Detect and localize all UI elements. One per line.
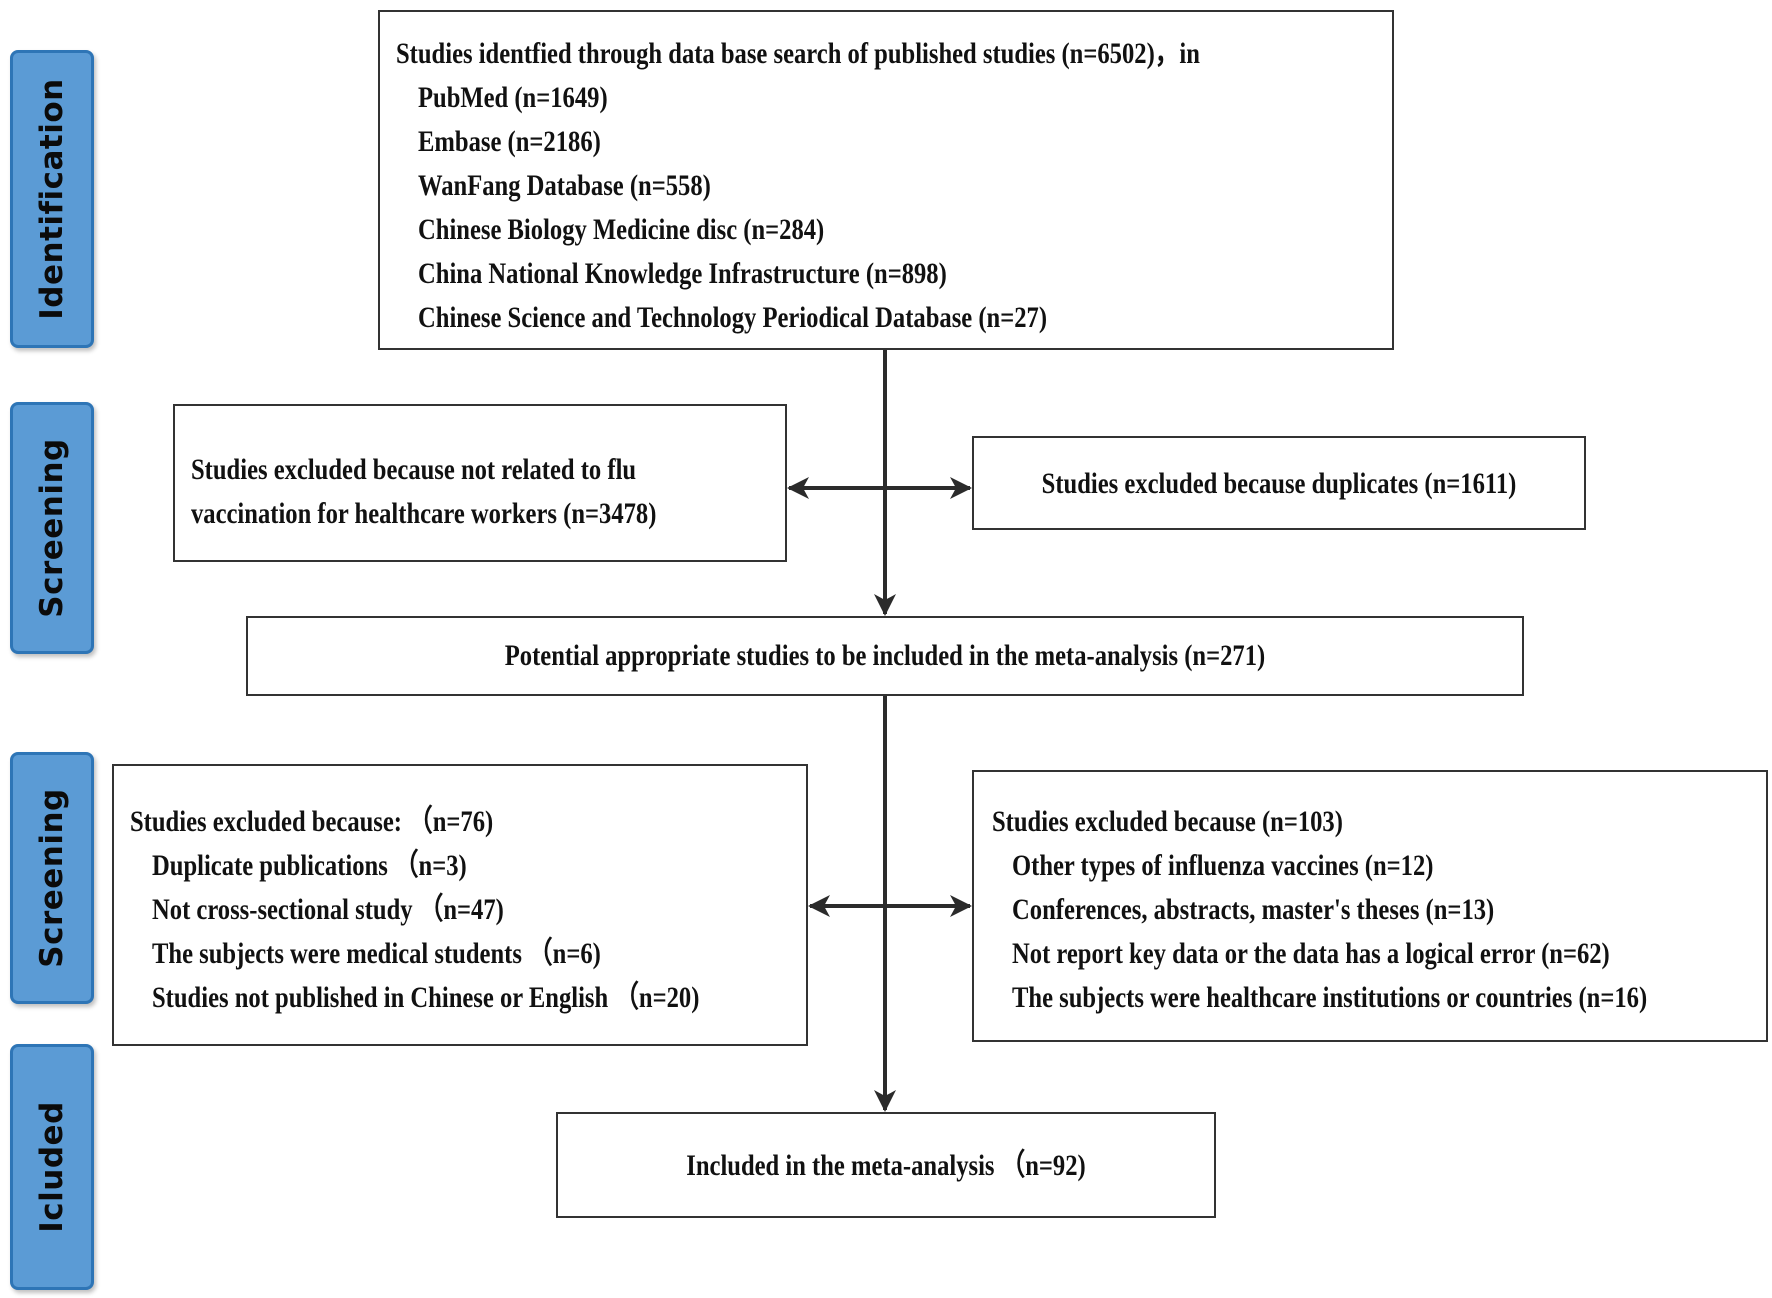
included-box: Included in the meta-analysis （n=92) <box>556 1112 1216 1218</box>
identification-line: China National Knowledge Infrastructure … <box>418 257 947 290</box>
identification-line: PubMed (n=1649) <box>418 81 608 114</box>
potential-studies-box: Potential appropriate studies to be incl… <box>246 616 1524 696</box>
excluded-left-line: The subjects were medical students （n=6) <box>152 937 601 970</box>
excluded-right-line: Other types of influenza vaccines (n=12) <box>1012 849 1434 882</box>
identification-line: Chinese Science and Technology Periodica… <box>418 301 1048 334</box>
excluded-left-line: Studies not published in Chinese or Engl… <box>152 981 700 1014</box>
excluded-unrelated-box: Studies excluded because not related to … <box>173 404 787 562</box>
excluded-right-line: The subjects were healthcare institution… <box>1012 981 1648 1014</box>
excluded-left-line: Studies excluded because: （n=76) <box>130 805 494 838</box>
identification-line: Embase (n=2186) <box>418 125 601 158</box>
phase-included: Icluded <box>10 1044 94 1290</box>
excluded-right-line: Studies excluded because (n=103) <box>992 805 1343 838</box>
identification-box: Studies identfied through data base sear… <box>378 10 1394 350</box>
identification-line: WanFang Database (n=558) <box>418 169 711 202</box>
included-text: Included in the meta-analysis （n=92) <box>686 1149 1086 1182</box>
excluded-fulltext-left-box: Studies excluded because: （n=76) Duplica… <box>112 764 808 1046</box>
excluded-duplicates-box: Studies excluded because duplicates (n=1… <box>972 436 1586 530</box>
excluded-unrelated-line: vaccination for healthcare workers (n=34… <box>191 497 657 530</box>
phase-screening-2: Screening <box>10 752 94 1004</box>
identification-line: Studies identfied through data base sear… <box>396 37 1200 70</box>
phase-identification: Identification <box>10 50 94 348</box>
excluded-left-line: Duplicate publications （n=3) <box>152 849 467 882</box>
excluded-right-line: Conferences, abstracts, master's theses … <box>1012 893 1495 926</box>
excluded-unrelated-line: Studies excluded because not related to … <box>191 453 637 486</box>
excluded-right-line: Not report key data or the data has a lo… <box>1012 937 1610 970</box>
phase-screening-1: Screening <box>10 402 94 654</box>
excluded-duplicates-text: Studies excluded because duplicates (n=1… <box>1041 467 1517 500</box>
identification-line: Chinese Biology Medicine disc (n=284) <box>418 213 825 246</box>
excluded-fulltext-right-box: Studies excluded because (n=103) Other t… <box>972 770 1768 1042</box>
potential-studies-text: Potential appropriate studies to be incl… <box>504 639 1266 672</box>
excluded-left-line: Not cross-sectional study （n=47) <box>152 893 504 926</box>
